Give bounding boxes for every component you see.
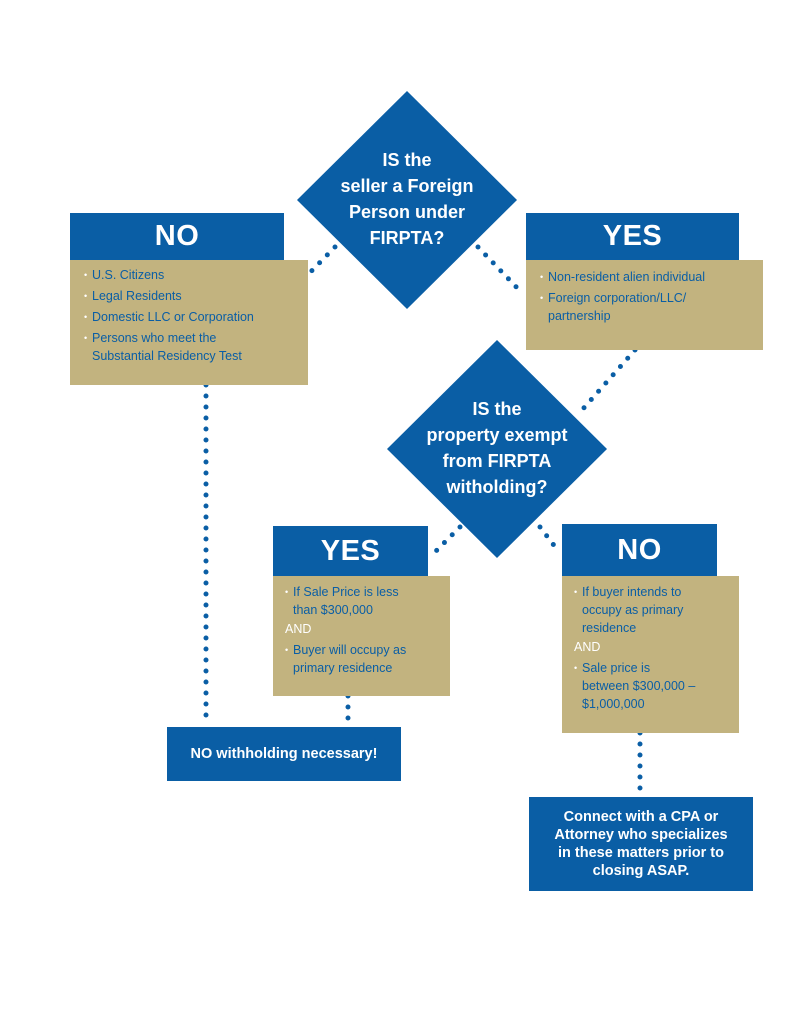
yes-heading: YES	[526, 213, 739, 260]
exempt-no-criteria-panel: If buyer intends to occupy as primary re…	[562, 576, 739, 733]
connector-q2-to-yes	[429, 524, 463, 558]
no-criteria-panel: U.S. Citizens Legal Residents Domestic L…	[70, 260, 308, 385]
list-item: Legal Residents	[84, 287, 298, 305]
connector-q1-to-yes	[475, 244, 525, 296]
and-label: AND	[574, 640, 601, 654]
list-item: Buyer will occupy as primary residence	[285, 641, 440, 677]
exempt-yes-heading: YES	[273, 526, 428, 576]
connector-yes-to-q2	[579, 347, 638, 413]
list-item: Non-resident alien individual	[540, 268, 753, 286]
yes-criteria-panel: Non-resident alien individual Foreign co…	[526, 260, 763, 350]
list-item: Foreign corporation/LLC/ partnership	[540, 289, 753, 325]
question-property-exempt-text: IS the property exempt from FIRPTA witho…	[426, 399, 568, 497]
result-no-withholding: NO withholding necessary!	[167, 727, 401, 781]
list-item: Domestic LLC or Corporation	[84, 308, 298, 326]
list-item: If Sale Price is less than $300,000	[285, 583, 440, 619]
no-heading: NO	[70, 213, 284, 260]
exempt-yes-criteria-panel: If Sale Price is less than $300,000 AND …	[273, 576, 450, 696]
exempt-no-heading: NO	[562, 524, 717, 576]
question-foreign-person-text: IS the seller a Foreign Person under FIR…	[340, 150, 474, 248]
result-connect-cpa: Connect with a CPA or Attorney who speci…	[529, 797, 753, 891]
connector-q2-to-no	[537, 524, 562, 555]
and-label: AND	[285, 622, 312, 636]
list-item: Persons who meet the Substantial Residen…	[84, 329, 298, 365]
list-item: If buyer intends to occupy as primary re…	[574, 583, 729, 637]
list-item: Sale price is between $300,000 – $1,000,…	[574, 659, 729, 713]
list-item: U.S. Citizens	[84, 266, 298, 284]
